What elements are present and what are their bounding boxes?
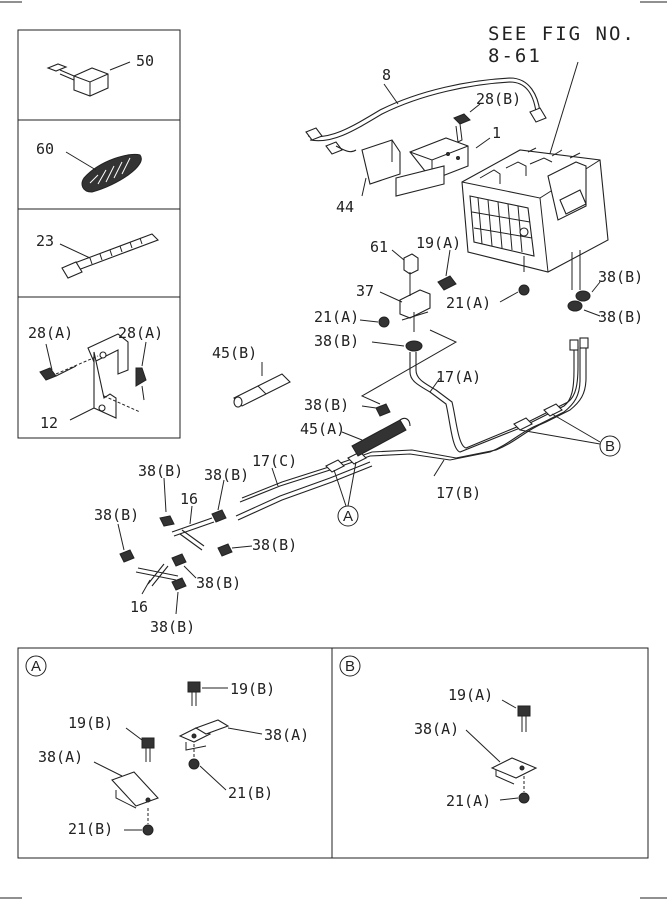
- callout-21a-right: 21(A): [446, 294, 491, 312]
- detail-a-callout-38a-right: 38(A): [264, 726, 309, 744]
- callout-12: 12: [40, 414, 58, 432]
- callout-28b: 28(B): [476, 90, 521, 108]
- callout-38b-e: 38(B): [196, 574, 241, 592]
- callout-21a-left: 21(A): [314, 308, 359, 326]
- clip-38b-lower-right: [567, 300, 601, 317]
- callout-17a: 17(A): [436, 368, 481, 386]
- part-37-valve: [379, 249, 457, 332]
- callout-45a: 45(A): [300, 420, 345, 438]
- detail-a-callout-21b-right: 21(B): [228, 784, 273, 802]
- detail-b-title: B: [339, 655, 361, 677]
- callout-38b-c: 38(B): [94, 506, 139, 524]
- pipe-system: [235, 337, 589, 521]
- callout-16-upper: 16: [180, 490, 198, 508]
- clips-38b-lower: [117, 477, 253, 615]
- svg-text:A: A: [31, 658, 41, 675]
- part-23-cable-tie: [59, 233, 159, 279]
- part-45a-sleeve: [341, 417, 411, 457]
- mark-b-leaders: [519, 413, 601, 445]
- callout-17c: 17(C): [252, 452, 297, 470]
- part-45b-sleeve: [233, 362, 291, 408]
- callout-61: 61: [370, 238, 388, 256]
- svg-text:A: A: [343, 508, 353, 525]
- part-12-bracket: [69, 333, 141, 421]
- detail-a-callout-38a-left: 38(A): [38, 748, 83, 766]
- clip-38b-mid: [361, 403, 391, 417]
- detail-b-callout-38a: 38(A): [414, 720, 459, 738]
- nut-21a-right: [499, 284, 530, 303]
- inset-panel: [17, 29, 181, 439]
- clip-38b-upper-right: [575, 281, 601, 302]
- screw-28a-left: [39, 343, 99, 381]
- callout-44: 44: [336, 198, 354, 216]
- detail-a-callout-19b-left: 19(B): [68, 714, 113, 732]
- callout-28a-left: 28(A): [28, 324, 73, 342]
- detail-panels: [17, 647, 649, 859]
- detail-a-title: A: [25, 655, 47, 677]
- heater-unit: [461, 147, 609, 290]
- svg-text:B: B: [345, 658, 355, 675]
- callout-38b-a: 38(B): [138, 462, 183, 480]
- part-8-harness: [305, 77, 547, 155]
- connector-16-upper: [171, 505, 215, 551]
- mark-a-leaders: [333, 461, 357, 507]
- callout-23: 23: [36, 232, 54, 250]
- callout-17b: 17(B): [436, 484, 481, 502]
- callout-60: 60: [36, 140, 54, 158]
- screw-28a-right: [135, 341, 147, 401]
- svg-text:B: B: [605, 438, 615, 455]
- part-60-corrugated-tube: [65, 151, 142, 193]
- callout-38b-d: 38(B): [252, 536, 297, 554]
- screw-28b: [453, 103, 481, 143]
- detail-b-assembly: [465, 699, 538, 804]
- detail-b-callout-21a: 21(A): [446, 792, 491, 810]
- callout-38b-upper-right: 38(B): [598, 268, 643, 286]
- clip-38b-center: [371, 340, 423, 352]
- callout-38b-b: 38(B): [204, 466, 249, 484]
- callout-45b: 45(B): [212, 344, 257, 362]
- detail-a-left-assembly: [93, 727, 159, 836]
- mark-a: A: [337, 505, 359, 527]
- see-fig-label: SEE FIG NO.: [488, 23, 636, 45]
- part-44-cover: [361, 139, 445, 197]
- dashed-leader: [360, 329, 458, 405]
- callout-28a-right: 28(A): [118, 324, 163, 342]
- detail-a-right-assembly: [178, 681, 263, 791]
- detail-a-callout-21b-left: 21(B): [68, 820, 113, 838]
- detail-a-callout-19b-right: 19(B): [230, 680, 275, 698]
- mark-b: B: [599, 435, 621, 457]
- callout-50: 50: [136, 52, 154, 70]
- detail-b-callout-19a: 19(A): [448, 686, 493, 704]
- callout-8: 8: [382, 66, 391, 84]
- part-1-cover: [409, 137, 491, 181]
- callout-38b-f: 38(B): [150, 618, 195, 636]
- callout-38b-lower-right: 38(B): [598, 308, 643, 326]
- callout-16-lower: 16: [130, 598, 148, 616]
- callout-37: 37: [356, 282, 374, 300]
- nut-21a-left: [359, 316, 390, 328]
- connector-16-lower: [135, 563, 179, 595]
- callout-1: 1: [492, 124, 501, 142]
- callout-38b-mid: 38(B): [304, 396, 349, 414]
- part-50-cap: [46, 61, 131, 97]
- callout-38b-center: 38(B): [314, 332, 359, 350]
- callout-19a: 19(A): [416, 234, 461, 252]
- see-fig-number: 8-61: [488, 45, 542, 67]
